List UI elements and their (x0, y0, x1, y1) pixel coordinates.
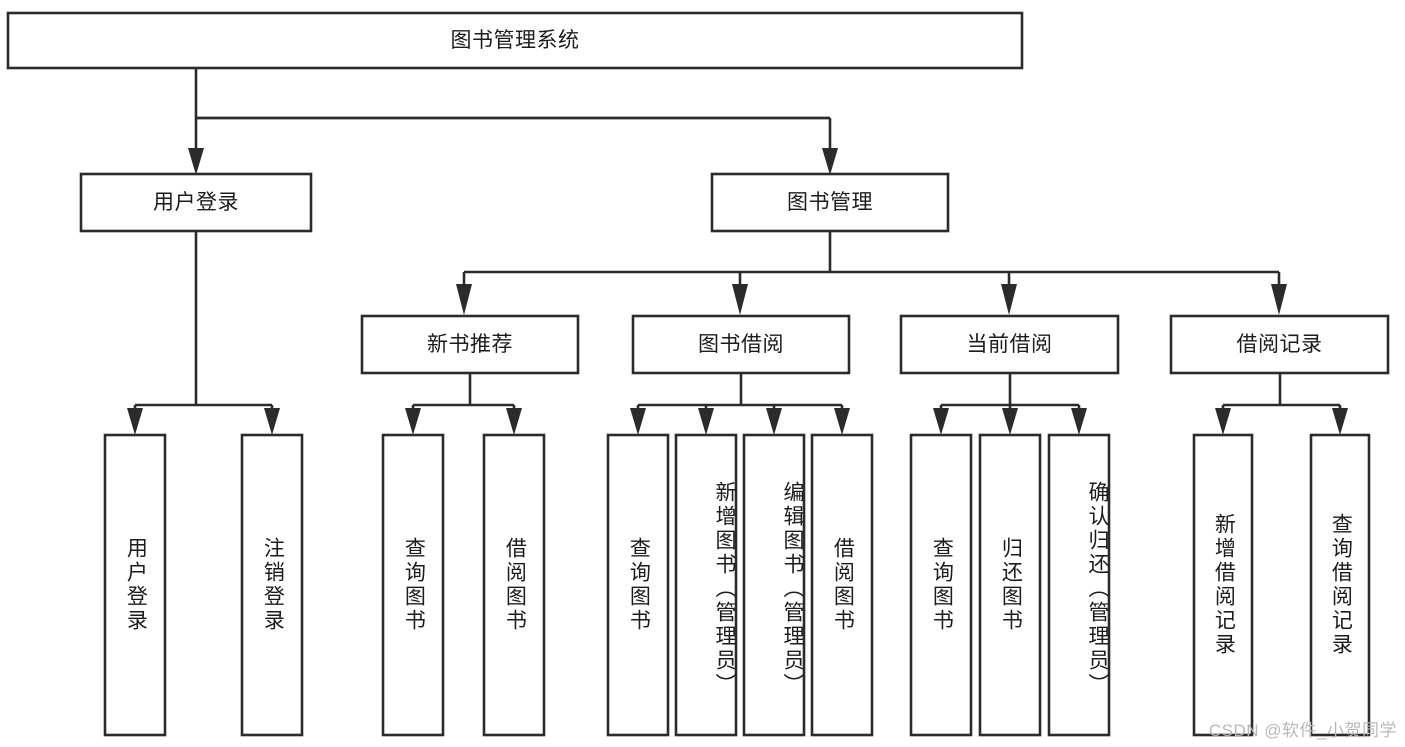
arrowhead-newbook-1 (405, 408, 421, 435)
arrowhead-level3-4 (1271, 284, 1287, 315)
arrowhead-level2-1 (188, 148, 204, 175)
node-book-borrow-box[interactable] (631, 314, 851, 375)
csdn-watermark: CSDN @软件_小贺同学 (1208, 721, 1397, 740)
arrowhead-bookborrow-1 (630, 408, 646, 435)
arrowhead-currentborrow-2 (1002, 408, 1018, 435)
arrowhead-userlogin-1 (127, 408, 143, 435)
arrowhead-level3-1 (456, 284, 472, 315)
node-current-borrow-box[interactable] (899, 314, 1120, 375)
leaf-box-borrow-record-0[interactable] (1192, 433, 1254, 737)
arrowhead-bookborrow-2 (698, 408, 714, 435)
arrowhead-level3-3 (1001, 284, 1017, 315)
leaf-box-book-borrow-0[interactable] (606, 433, 670, 737)
leaf-box-user-login-1[interactable] (240, 433, 304, 737)
leaf-box-book-borrow-2[interactable] (742, 433, 806, 737)
arrowhead-borrowrecord-1 (1215, 408, 1231, 435)
leaf-box-new-book-0[interactable] (381, 433, 445, 737)
leaf-box-current-borrow-2[interactable] (1047, 433, 1111, 737)
arrowhead-bookborrow-4 (834, 408, 850, 435)
leaf-box-book-borrow-3[interactable] (810, 433, 874, 737)
leaf-box-new-book-1[interactable] (482, 433, 546, 737)
arrowhead-currentborrow-3 (1071, 408, 1087, 435)
leaf-box-borrow-record-1[interactable] (1309, 433, 1371, 737)
arrowhead-level3-2 (732, 284, 748, 315)
node-root-box[interactable] (6, 11, 1024, 70)
node-book-manage-box[interactable] (710, 172, 950, 233)
leaf-box-current-borrow-1[interactable] (978, 433, 1042, 737)
leaf-box-current-borrow-0[interactable] (909, 433, 973, 737)
arrowhead-level2-2 (822, 148, 838, 175)
arrowhead-currentborrow-1 (933, 408, 949, 435)
leaf-box-book-borrow-1[interactable] (674, 433, 738, 737)
arrowhead-borrowrecord-2 (1332, 408, 1348, 435)
node-user-login-box[interactable] (79, 172, 313, 233)
node-new-book-box[interactable] (360, 314, 580, 375)
leaf-box-user-login-0[interactable] (103, 433, 167, 737)
arrowhead-bookborrow-3 (766, 408, 782, 435)
node-borrow-record-box[interactable] (1169, 314, 1390, 375)
arrowhead-newbook-2 (506, 408, 522, 435)
arrowhead-userlogin-2 (264, 408, 280, 435)
